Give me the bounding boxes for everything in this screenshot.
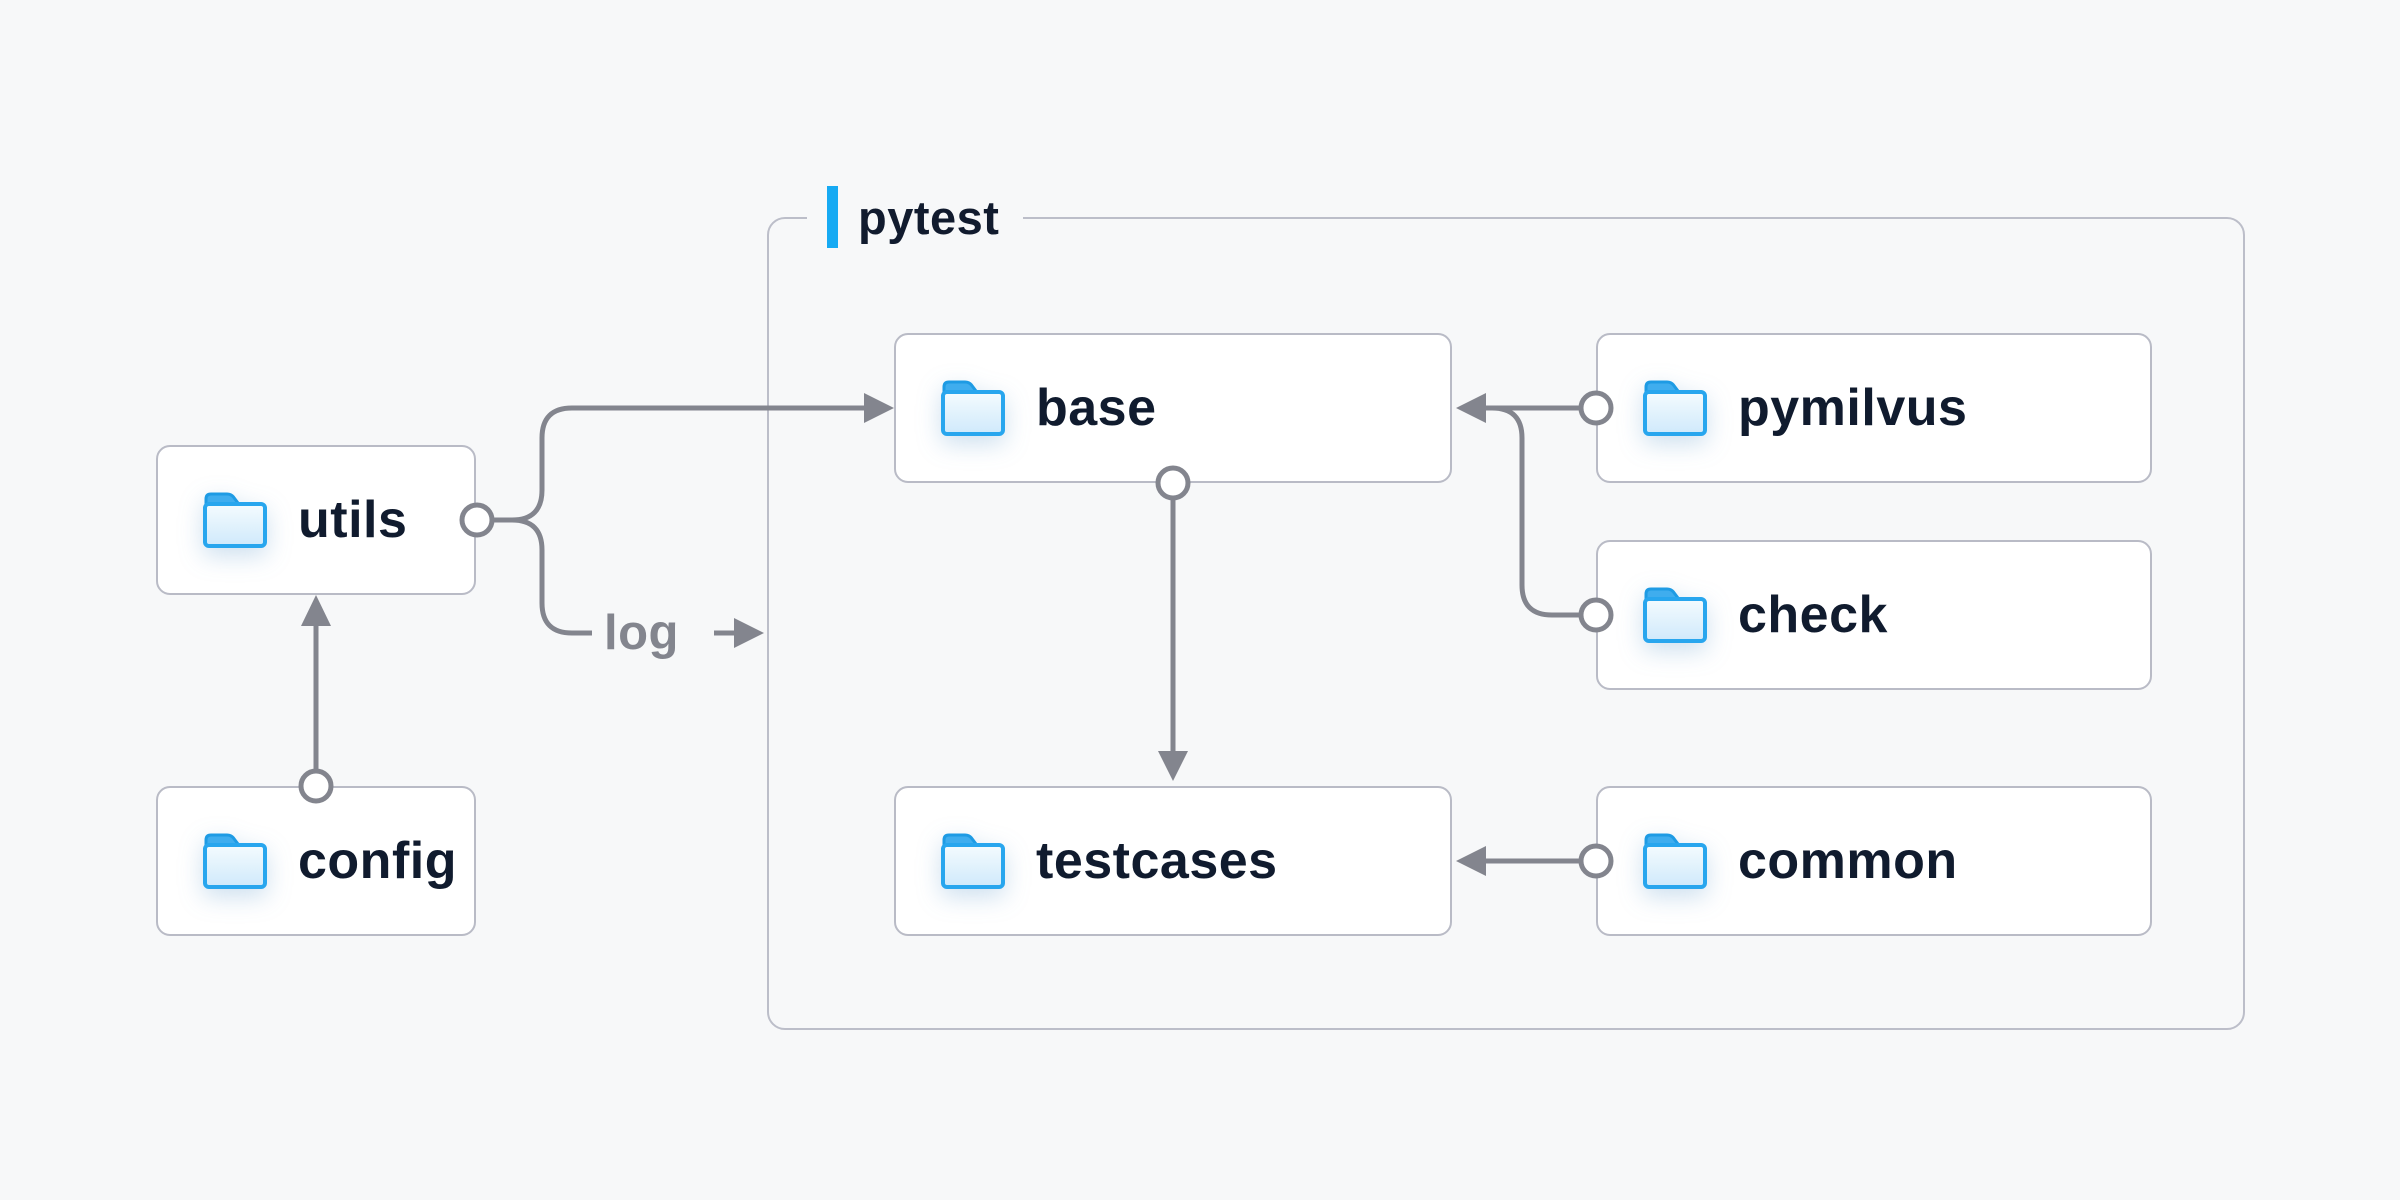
node-label: pymilvus bbox=[1738, 379, 1968, 437]
pytest-group-container: pytest bbox=[767, 178, 2245, 1030]
node-common: common bbox=[1596, 786, 2152, 936]
edge-config-to-utils bbox=[298, 595, 334, 804]
node-pymilvus: pymilvus bbox=[1596, 333, 2152, 483]
node-label: base bbox=[1036, 379, 1157, 437]
node-check: check bbox=[1596, 540, 2152, 690]
node-label: check bbox=[1738, 586, 1888, 644]
folder-icon bbox=[1642, 832, 1708, 890]
node-label: testcases bbox=[1036, 832, 1278, 890]
pytest-group-label: pytest bbox=[807, 178, 1024, 256]
pytest-accent-bar bbox=[827, 186, 838, 248]
folder-icon bbox=[1642, 379, 1708, 437]
pytest-group-title: pytest bbox=[858, 190, 1000, 244]
folder-icon bbox=[940, 379, 1006, 437]
node-label: common bbox=[1738, 832, 1958, 890]
edge-label-log: log bbox=[604, 606, 679, 660]
node-label: config bbox=[298, 832, 457, 890]
folder-icon bbox=[1642, 586, 1708, 644]
node-config: config bbox=[156, 786, 476, 936]
folder-icon bbox=[202, 832, 268, 890]
node-utils: utils bbox=[156, 445, 476, 595]
node-base: base bbox=[894, 333, 1452, 483]
node-label: utils bbox=[298, 491, 408, 549]
folder-icon bbox=[940, 832, 1006, 890]
folder-icon bbox=[202, 491, 268, 549]
node-testcases: testcases bbox=[894, 786, 1452, 936]
